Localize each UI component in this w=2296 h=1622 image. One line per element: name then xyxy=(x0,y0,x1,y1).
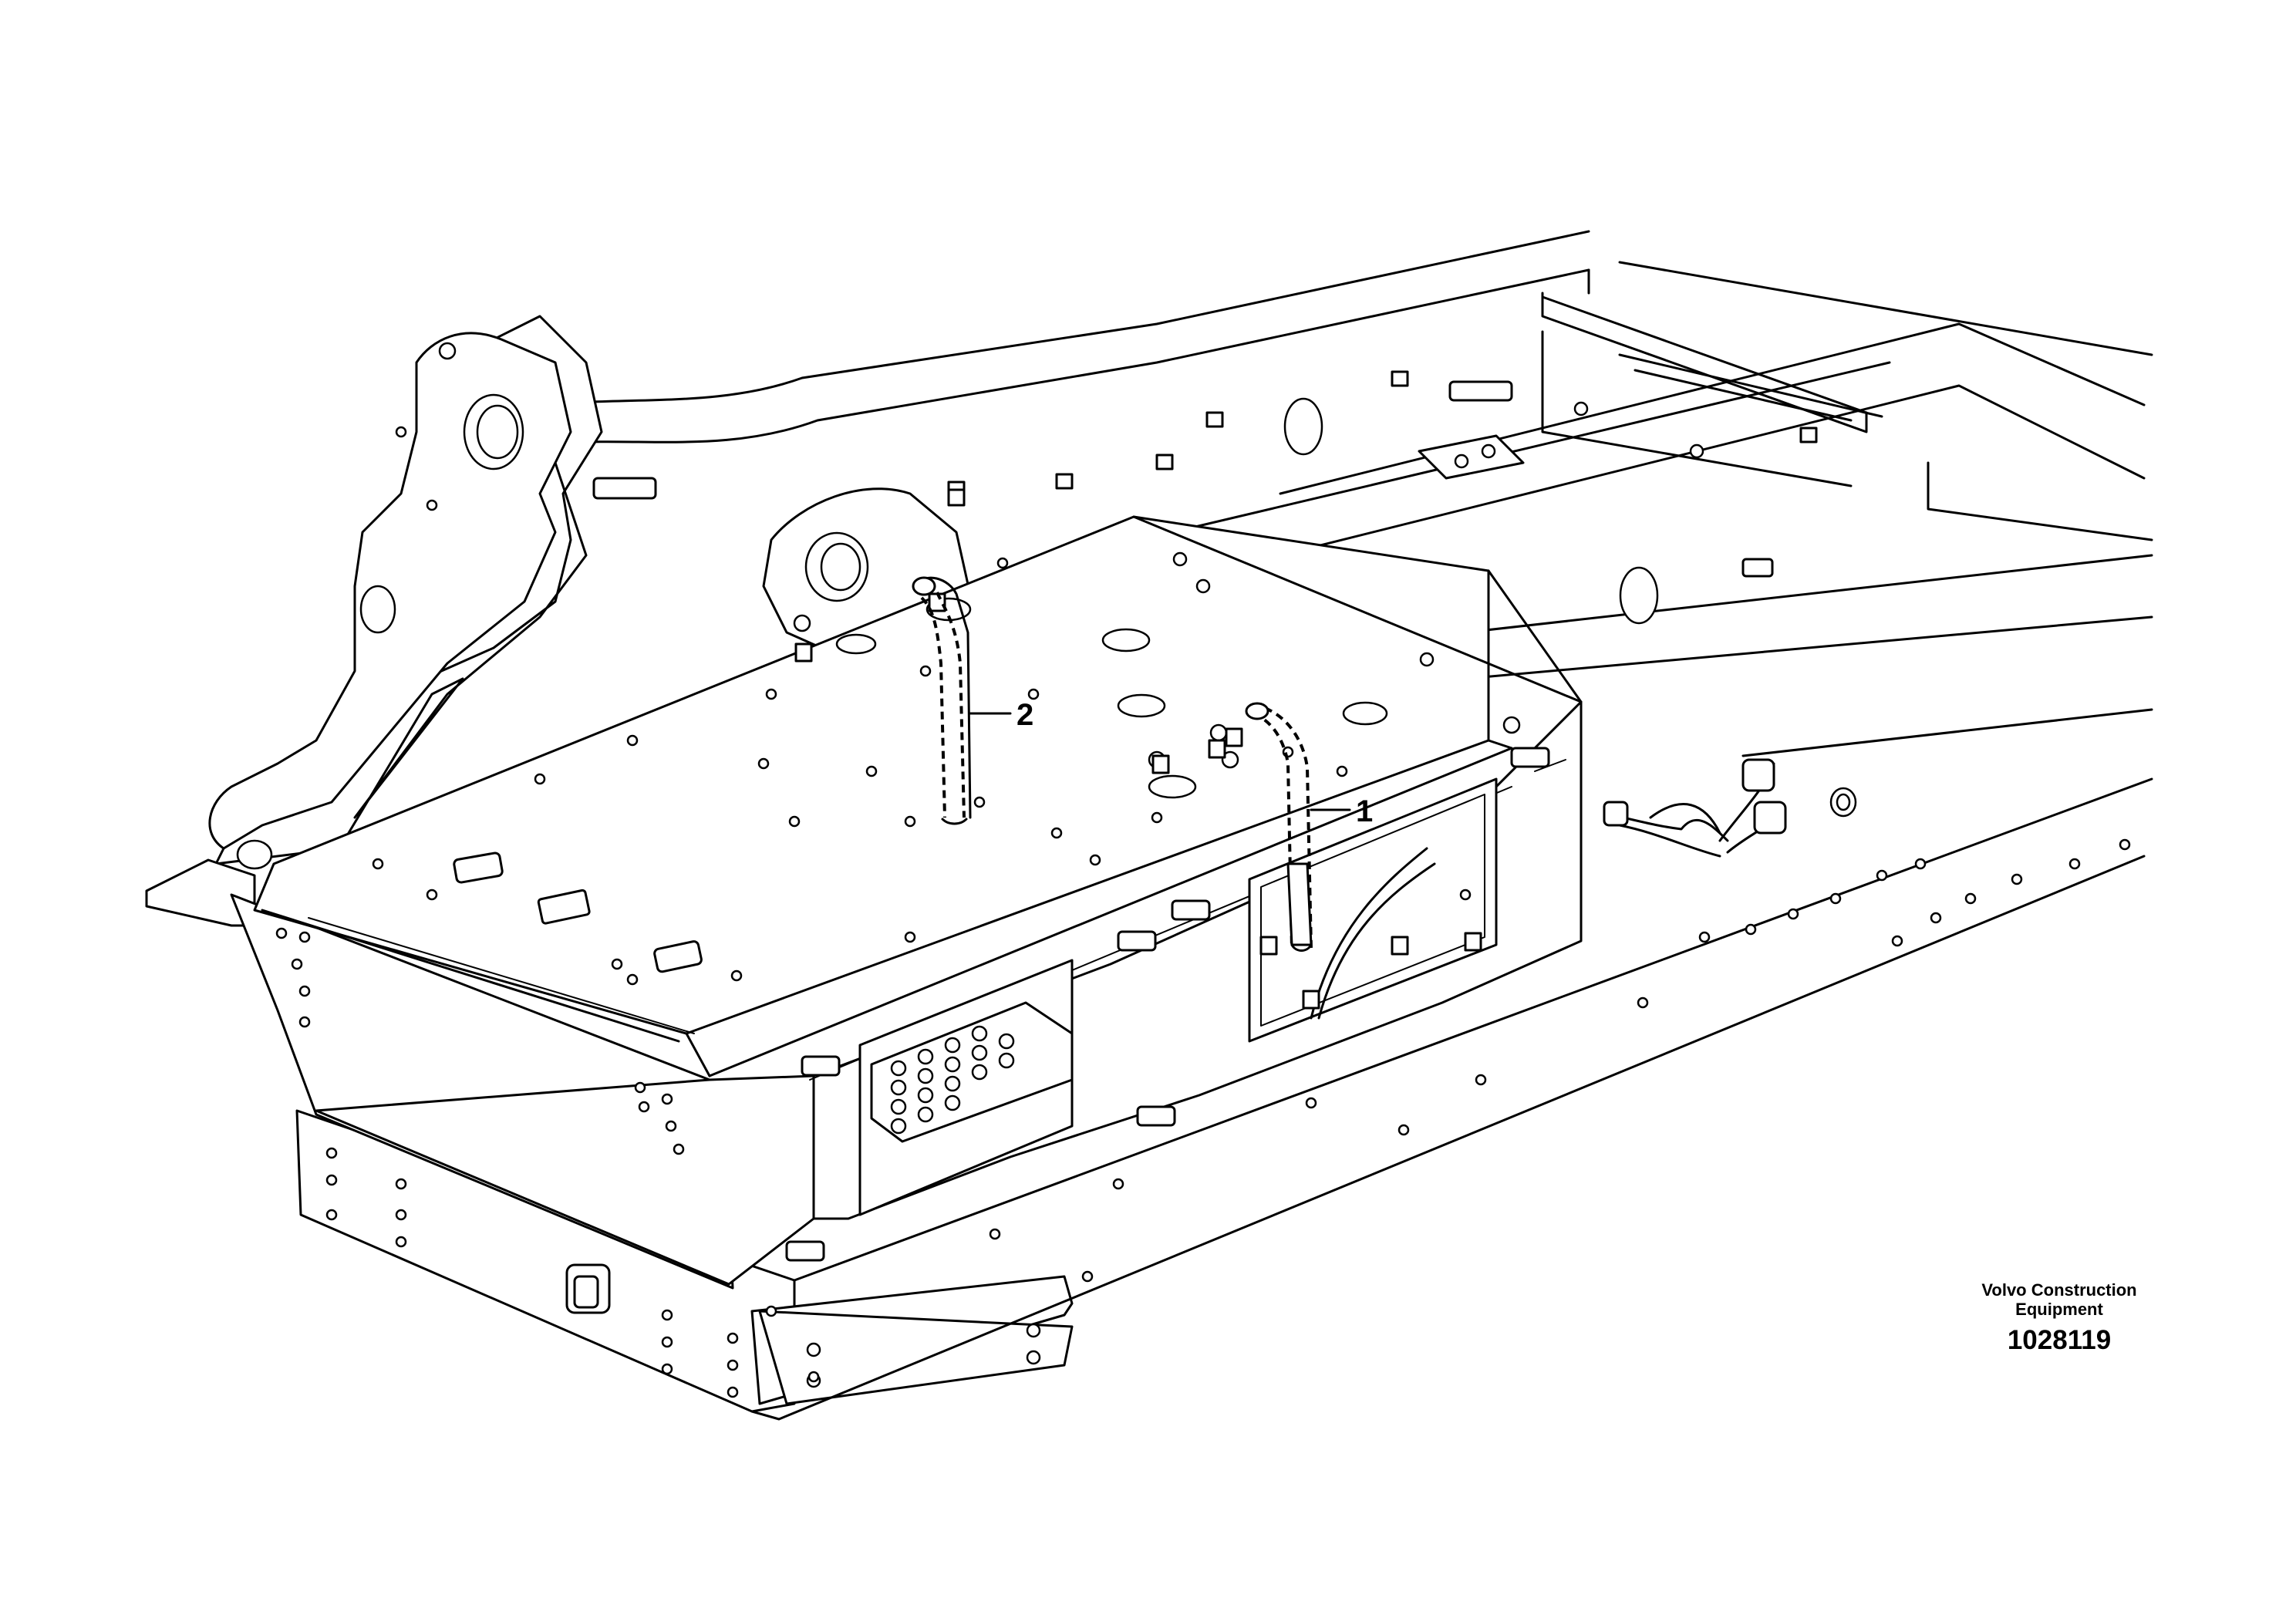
frame-holes xyxy=(325,838,2131,1398)
callout-label-1: 1 xyxy=(1356,794,1373,828)
cab-platform-box xyxy=(230,515,1583,1290)
lower-frame xyxy=(145,777,2153,1421)
front-face-holes xyxy=(275,927,685,1155)
frame-rails xyxy=(453,230,2153,757)
hose-2 xyxy=(912,576,972,825)
callout-2: 2 xyxy=(969,698,1033,732)
step-grating-holes xyxy=(890,1025,1015,1135)
top-plate-nuts xyxy=(794,592,1243,774)
callout-label-2: 2 xyxy=(1017,698,1033,732)
drawing-number: 1028119 xyxy=(2007,1325,2112,1355)
drawing-footer: Volvo Construction Equipment 1028119 xyxy=(1944,1280,2175,1356)
wiring-harness xyxy=(1603,758,1857,858)
boom-mount-brackets xyxy=(208,315,973,870)
company-name: Volvo Construction Equipment xyxy=(1981,1280,2137,1319)
hose-1 xyxy=(1245,702,1313,952)
callout-1: 1 xyxy=(1310,794,1373,828)
